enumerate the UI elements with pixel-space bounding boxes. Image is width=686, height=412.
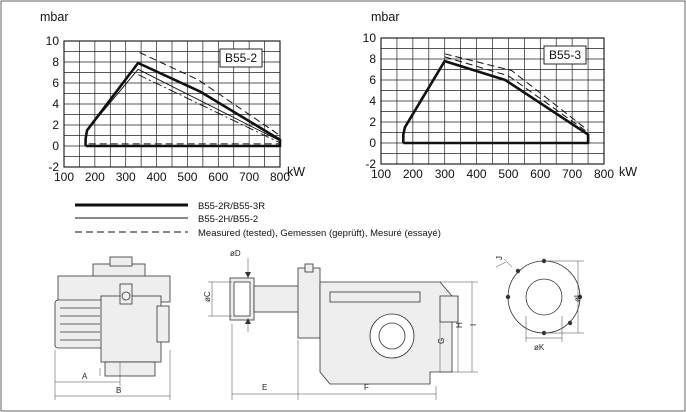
x-tick-label: 100 bbox=[371, 167, 391, 181]
burner-side-view-drawing: A B bbox=[54, 256, 171, 400]
x-tick-label: 600 bbox=[208, 170, 228, 184]
model-label-box bbox=[219, 48, 263, 68]
series-line-thin bbox=[86, 68, 281, 142]
dim-d-label: øD bbox=[230, 249, 241, 258]
dim-e-label: E bbox=[262, 383, 267, 392]
plot-border bbox=[380, 37, 605, 165]
y-tick-label: 4 bbox=[369, 94, 376, 108]
x-tick-label: 400 bbox=[467, 167, 487, 181]
series-line-dashdot bbox=[137, 74, 281, 144]
legend-label-dashed: Measured (tested), Gemessen (geprüft), M… bbox=[198, 228, 441, 239]
x-tick-label: 300 bbox=[435, 167, 455, 181]
x-tick-label: 300 bbox=[116, 170, 136, 184]
x-tick-label: 200 bbox=[85, 170, 105, 184]
plot-border bbox=[63, 40, 281, 168]
dim-i-label: I bbox=[469, 324, 478, 326]
dim-k-label: øK bbox=[534, 343, 545, 352]
chart-b55-3-ylabel: mbar bbox=[371, 10, 399, 24]
dim-c-label: øC bbox=[203, 291, 212, 302]
x-tick-label: 600 bbox=[530, 167, 550, 181]
dim-j-label: J bbox=[495, 256, 504, 260]
series-line-dashed bbox=[444, 56, 589, 133]
x-tick-label: 800 bbox=[270, 170, 290, 184]
x-tick-label: 400 bbox=[147, 170, 167, 184]
y-tick-label: 2 bbox=[52, 118, 59, 132]
dim-h-label: H bbox=[455, 322, 464, 328]
model-label-box bbox=[543, 45, 587, 65]
burner-profile-drawing: øD øC G H I E F bbox=[203, 249, 478, 400]
series-line-dashed bbox=[444, 53, 589, 131]
x-tick-label: 100 bbox=[54, 170, 74, 184]
legend: B55-2R/B55-3R B55-2H/B55-2 Measured (tes… bbox=[75, 201, 441, 239]
x-tick-label: 700 bbox=[239, 170, 259, 184]
chart-b55-2-ylabel: mbar bbox=[40, 10, 68, 24]
y-tick-label: 10 bbox=[46, 34, 60, 48]
dim-f-label: F bbox=[364, 383, 369, 392]
series-line-thick bbox=[84, 61, 282, 148]
x-tick-label: 500 bbox=[498, 167, 518, 181]
dim-a-label: A bbox=[82, 372, 88, 381]
x-tick-label: 500 bbox=[177, 170, 197, 184]
y-tick-label: 8 bbox=[369, 52, 376, 66]
y-tick-label: 4 bbox=[52, 97, 59, 111]
model-label-text: B55-3 bbox=[549, 48, 581, 62]
y-tick-label: 8 bbox=[52, 55, 59, 69]
y-tick-label: 2 bbox=[369, 115, 376, 129]
chart-b55-3-xlabel: kW bbox=[619, 165, 637, 179]
x-tick-label: 200 bbox=[403, 167, 423, 181]
x-tick-label: 800 bbox=[594, 167, 614, 181]
y-tick-label: 10 bbox=[363, 31, 377, 45]
legend-label-thick: B55-2R/B55-3R bbox=[198, 201, 265, 212]
series-line-thick bbox=[401, 59, 590, 145]
x-tick-label: 700 bbox=[562, 167, 582, 181]
chart-b55-2-xlabel: kW bbox=[287, 165, 305, 179]
model-label-text: B55-2 bbox=[225, 51, 257, 65]
y-tick-label: -2 bbox=[365, 157, 376, 171]
y-tick-label: 0 bbox=[52, 139, 59, 153]
flange-front-view-drawing: øK øL J bbox=[495, 256, 584, 352]
dim-g-label: G bbox=[437, 338, 446, 344]
y-tick-label: -2 bbox=[48, 160, 59, 174]
dim-b-label: B bbox=[116, 386, 121, 395]
legend-label-thin: B55-2H/B55-2 bbox=[198, 214, 258, 225]
y-tick-label: 0 bbox=[369, 136, 376, 150]
y-tick-label: 6 bbox=[369, 73, 376, 87]
y-tick-label: 6 bbox=[52, 76, 59, 90]
dim-l-label: øL bbox=[573, 292, 582, 302]
